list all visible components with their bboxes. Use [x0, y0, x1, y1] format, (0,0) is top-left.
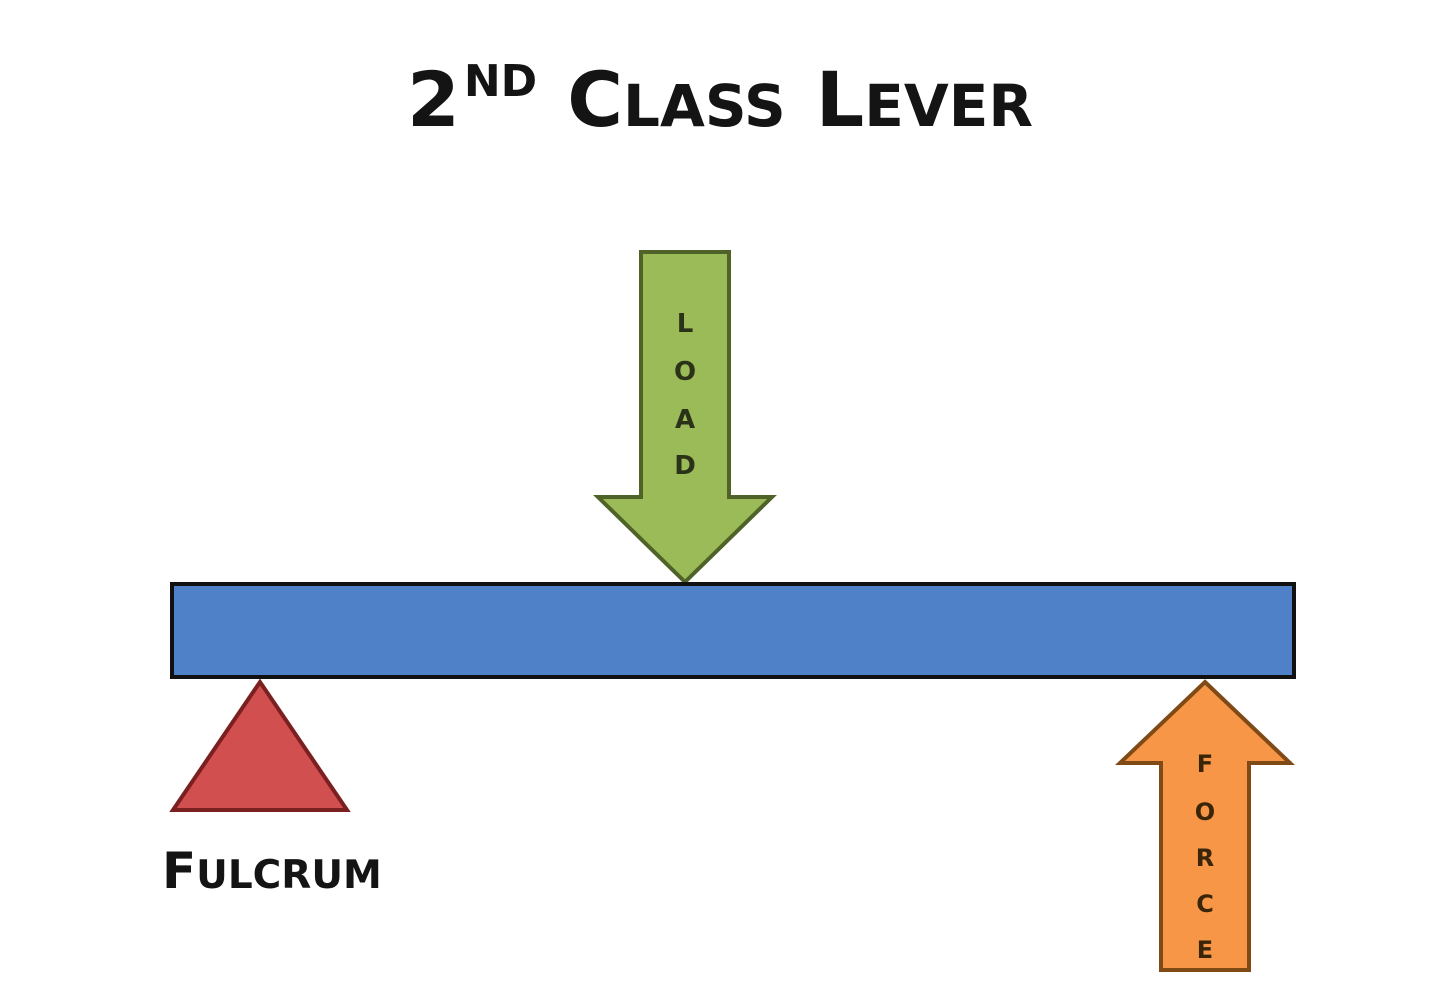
force-letter: E — [1197, 936, 1213, 964]
force-letter: O — [1195, 798, 1215, 826]
fulcrum-triangle — [169, 678, 351, 812]
fulcrum-label: FULCRUM — [162, 846, 382, 896]
force-letter: C — [1196, 890, 1214, 918]
fulcrum-label-initial: F — [162, 842, 197, 900]
load-letter: D — [674, 451, 696, 481]
load-letter: O — [674, 357, 696, 387]
title-superscript: ND — [463, 56, 538, 107]
force-letter: F — [1197, 750, 1213, 778]
load-letter: L — [677, 309, 694, 339]
load-letter: A — [675, 405, 695, 435]
load-arrow — [593, 250, 777, 585]
fulcrum-label-rest: ULCRUM — [196, 853, 382, 898]
title-word2-rest: EVER — [864, 72, 1034, 140]
title-word1-rest: LASS — [623, 72, 786, 140]
lever-bar — [170, 582, 1296, 679]
title-word2-initial: L — [815, 55, 865, 144]
title-word1-initial: C — [567, 55, 623, 144]
force-arrow — [1115, 679, 1295, 972]
title-number: 2 — [406, 55, 460, 144]
force-letter: R — [1196, 844, 1214, 872]
